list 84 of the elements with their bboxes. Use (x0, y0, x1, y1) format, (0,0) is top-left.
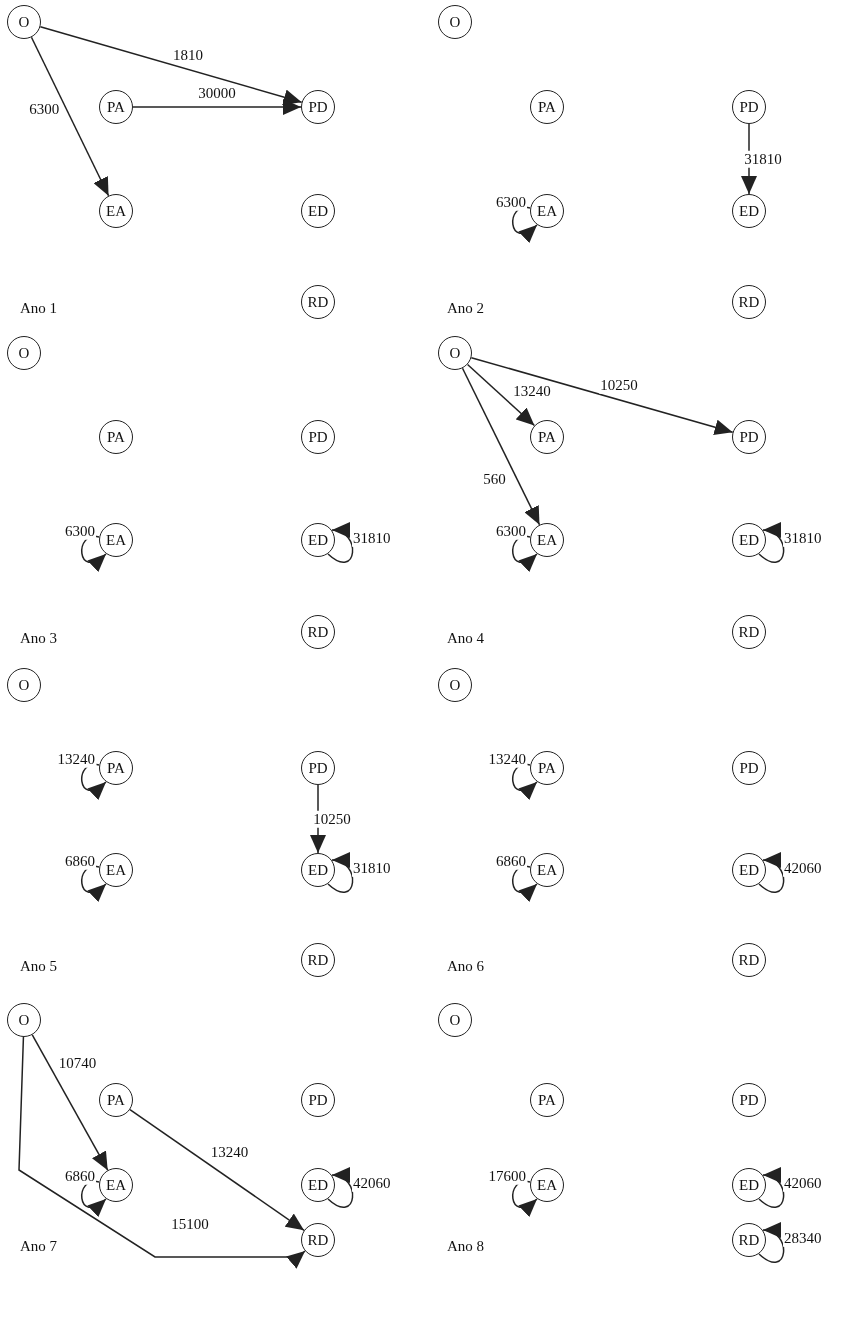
node-circle: PA (530, 1083, 564, 1117)
edge-label: 10250 (599, 377, 639, 394)
node-circle: O (438, 1003, 472, 1037)
node-circle: PA (99, 751, 133, 785)
node-circle: ED (732, 194, 766, 228)
node-circle: RD (732, 943, 766, 977)
node-circle: PD (301, 420, 335, 454)
arrow (81, 763, 107, 800)
node-circle: EA (530, 853, 564, 887)
node-circle: PD (732, 1083, 766, 1117)
arrow (18, 1036, 306, 1269)
node-circle: PD (732, 751, 766, 785)
node-circle: PA (99, 420, 133, 454)
node-circle: O (438, 336, 472, 370)
arrow (31, 1034, 109, 1171)
node-circle: ED (301, 853, 335, 887)
arrow (327, 1169, 354, 1208)
node-circle: PA (99, 1083, 133, 1117)
node-circle: O (438, 5, 472, 39)
node-circle: EA (99, 1168, 133, 1202)
panel-label: Ano 3 (20, 630, 58, 647)
edge-label: 31810 (743, 150, 783, 168)
arrow (512, 1180, 538, 1217)
node-circle: PD (301, 751, 335, 785)
arrow (758, 524, 785, 563)
arrow (461, 367, 541, 526)
arrow (81, 865, 107, 902)
node-circle: ED (301, 523, 335, 557)
arrow (512, 865, 538, 902)
arrow (327, 854, 354, 893)
node-circle: O (438, 668, 472, 702)
node-circle: RD (301, 1223, 335, 1257)
node-circle: PA (530, 751, 564, 785)
node-circle: RD (301, 615, 335, 649)
node-circle: RD (732, 285, 766, 319)
arrow (129, 1108, 305, 1232)
arrow (512, 535, 538, 572)
arrow (327, 524, 354, 563)
node-circle: ED (732, 1168, 766, 1202)
arrow (39, 25, 303, 105)
arrow (512, 763, 538, 800)
panel-label: Ano 8 (447, 1238, 485, 1255)
edge-label: 10250 (312, 810, 352, 828)
node-circle: PD (732, 90, 766, 124)
node-circle: EA (99, 194, 133, 228)
node-circle: RD (301, 943, 335, 977)
node-circle: PD (301, 90, 335, 124)
node-circle: PA (530, 420, 564, 454)
panel-label: Ano 5 (20, 958, 58, 975)
node-circle: O (7, 668, 41, 702)
arrow (470, 356, 734, 436)
node-circle: RD (732, 1223, 766, 1257)
node-circle: O (7, 5, 41, 39)
node-circle: EA (99, 853, 133, 887)
panel-label: Ano 7 (20, 1238, 58, 1255)
node-circle: EA (530, 1168, 564, 1202)
node-circle: ED (301, 1168, 335, 1202)
arrow (466, 363, 536, 427)
node-circle: O (7, 1003, 41, 1037)
node-circle: ED (732, 523, 766, 557)
node-circle: PA (99, 90, 133, 124)
node-circle: EA (530, 194, 564, 228)
node-circle: O (7, 336, 41, 370)
node-circle: RD (301, 285, 335, 319)
node-circle: EA (99, 523, 133, 557)
node-circle: PD (732, 420, 766, 454)
node-circle: EA (530, 523, 564, 557)
arrow (758, 854, 785, 893)
node-circle: PD (301, 1083, 335, 1117)
arrow (132, 99, 302, 115)
arrow (30, 36, 110, 197)
arrow (758, 1169, 785, 1208)
arrow (81, 535, 107, 572)
arrow (81, 1180, 107, 1217)
node-circle: ED (732, 853, 766, 887)
panel-label: Ano 6 (447, 958, 485, 975)
panel-label: Ano 4 (447, 630, 485, 647)
node-circle: ED (301, 194, 335, 228)
panel-label: Ano 1 (20, 300, 58, 317)
panel-label: Ano 2 (447, 300, 485, 317)
node-circle: RD (732, 615, 766, 649)
arrow (512, 206, 538, 243)
node-circle: PA (530, 90, 564, 124)
arrow (758, 1224, 785, 1263)
